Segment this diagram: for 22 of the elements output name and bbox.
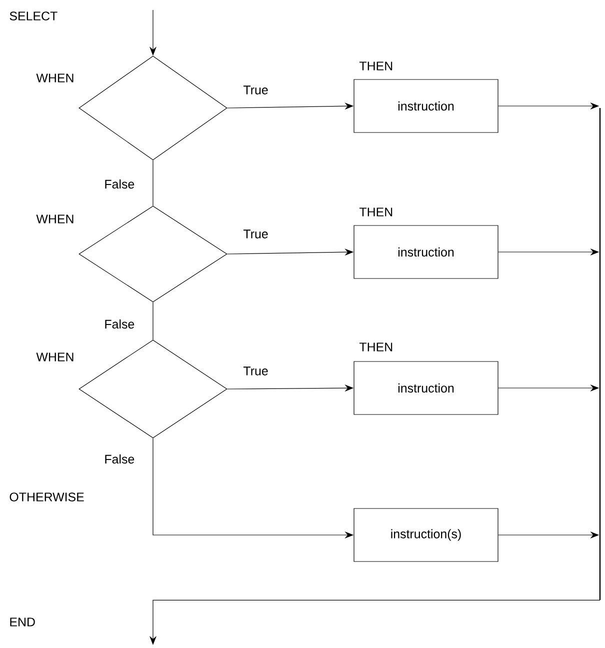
edge-label: False [103,318,136,330]
edge-label: True [242,228,270,240]
branch-keyword: THEN [359,208,392,216]
branch-keyword: THEN [359,62,392,70]
branch-keyword: WHEN [36,352,74,362]
process-box: instruction(s) [354,508,498,562]
keyword-label: END [10,618,35,626]
decision-diamond [78,206,228,302]
edge-label: False [103,178,136,190]
branch-keyword: WHEN [36,74,74,82]
process-box: instruction [354,361,498,415]
branch-keyword: WHEN [36,214,74,224]
process-box: instruction [354,225,498,279]
decision-diamond [78,340,228,438]
keyword-label: SELECT [10,12,58,20]
keyword-label: OTHERWISE [10,492,84,502]
process-box: instruction [354,79,498,133]
edge-label: True [242,366,270,376]
edge-label: False [103,453,136,465]
decision-diamond [78,56,228,160]
edge-label: True [242,84,270,96]
branch-keyword: THEN [359,342,392,352]
